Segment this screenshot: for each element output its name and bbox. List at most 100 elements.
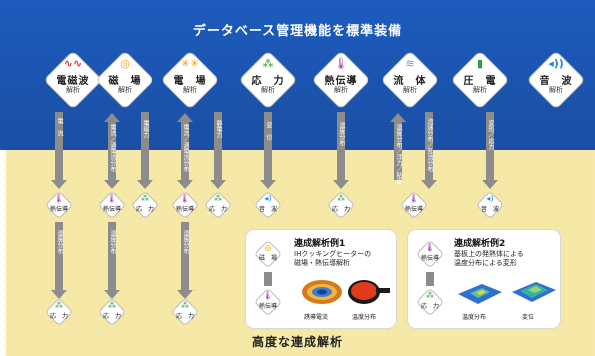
arrow-label: 温度分布: [56, 230, 63, 254]
sound-icon: ◂)): [548, 57, 564, 70]
magnet-coil-icon: ◎: [264, 243, 272, 252]
mid-node-acoustic-1: ◂) 音 波: [254, 191, 282, 219]
arrow-temp-1: [55, 222, 63, 290]
example1-arrow: [264, 272, 272, 286]
arrow-head: [333, 180, 349, 189]
stress-icon: ⁂: [141, 194, 149, 203]
low-node-stress-3: ⁂ 応 力: [171, 298, 199, 326]
arrow-label: 電流／渦電流分布: [109, 124, 116, 172]
example1-title: 連成解析例1: [294, 239, 346, 249]
arrow-eddy-current: [108, 122, 116, 180]
example2-arrow: [426, 272, 434, 286]
example1-caption-2: 温度分布: [352, 314, 377, 321]
displacement-map-image: [512, 282, 556, 302]
magnet-coil-icon: ◎: [120, 57, 130, 70]
mid-node-heat-3: 🌡 熱伝導: [171, 191, 199, 219]
coupled-example-1-panel: 連成解析例1 IHクッキングヒーターの 磁場・熱伝導解析 ◎ 磁 場 🌡 熱伝導…: [246, 230, 396, 328]
node-stress: ⁂ 応 力 解析: [239, 51, 297, 109]
arrow-head: [260, 180, 276, 189]
example2-caption-2: 変位: [522, 314, 535, 321]
thermometer-icon: 🌡: [408, 194, 420, 203]
thermometer-icon: 🌡: [334, 57, 348, 70]
electric-field-icon: ✳✳: [180, 57, 200, 70]
example1-node-heat: 🌡 熱伝導: [254, 288, 282, 316]
stress-icon: ⁂: [262, 57, 274, 70]
stress-icon: ⁂: [108, 301, 116, 310]
arrow-label: 温度分布／浮力／粘度: [395, 124, 402, 184]
arrow-label: 温度分布: [109, 230, 116, 254]
arrow-head: [177, 113, 193, 122]
arrow-head: [137, 180, 153, 189]
node-magnetic-field: ◎ 磁 場 解析: [96, 51, 154, 109]
arrow-head: [390, 113, 406, 122]
arrow-head: [104, 180, 120, 189]
arrow-head: [421, 180, 437, 189]
arrow-current: [55, 112, 63, 180]
example2-desc: 基板上の発熱体による 温度分布による変形: [454, 250, 524, 267]
example2-node-stress: ⁂ 応 力: [416, 288, 444, 316]
arrow-temp-3: [181, 222, 189, 290]
thermometer-icon: 🌡: [424, 243, 436, 252]
example2-node-heat: 🌡 熱伝導: [416, 240, 444, 268]
mid-node-stress-2: ⁂ 応 力: [204, 191, 232, 219]
arrow-eddy-current-2: [181, 122, 189, 180]
arrow-label: 温度分布: [182, 230, 189, 254]
mid-node-acoustic-2: ◂) 音 波: [476, 191, 504, 219]
arrow-head: [104, 290, 120, 299]
temperature-distribution-image: [348, 280, 390, 304]
node-heat-conduction: 🌡 熱伝導 解析: [312, 51, 370, 109]
arrow-label: 静電力: [215, 120, 222, 138]
arrow-electromagnetic-force: [141, 112, 149, 180]
arrow-head: [210, 180, 226, 189]
arrow-flow: [425, 112, 433, 180]
arrow-label: 変 位: [265, 122, 272, 140]
mid-node-heat-2: 🌡 熱伝導: [98, 191, 126, 219]
stress-icon: ⁂: [55, 301, 63, 310]
example1-node-magnetic: ◎ 磁 場: [254, 240, 282, 268]
mid-node-stress-1: ⁂ 応 力: [131, 191, 159, 219]
sound-icon: ◂): [264, 194, 272, 203]
arrow-head: [51, 290, 67, 299]
mid-node-heat-4: 🌡 熱伝導: [400, 191, 428, 219]
example2-title: 連成解析例2: [454, 239, 506, 249]
arrow-label: 電 流: [56, 118, 63, 136]
low-node-stress-1: ⁂ 応 力: [45, 298, 73, 326]
node-piezoelectric: ▮ 圧 電 解析: [451, 51, 509, 109]
piezo-icon: ▮: [476, 57, 484, 70]
stress-icon: ⁂: [337, 194, 345, 203]
page-title: データベース管理機能を標準装備: [192, 24, 403, 39]
wave-icon: ∿∿: [63, 57, 83, 70]
example2-caption-1: 温度分布: [462, 314, 487, 321]
arrow-deformation: [486, 112, 494, 180]
arrow-label: 流速分布／乱流分布: [426, 118, 433, 172]
arrow-head: [482, 180, 498, 189]
stress-icon: ⁂: [181, 301, 189, 310]
bottom-title: 高度な連成解析: [251, 335, 343, 349]
temperature-map-image: [458, 284, 502, 304]
thermometer-icon: 🌡: [53, 194, 65, 203]
stress-icon: ⁂: [214, 194, 222, 203]
example1-caption-1: 誘導電流: [304, 314, 329, 321]
fluid-icon: ≋: [405, 57, 415, 70]
arrow-electrostatic-force: [214, 112, 222, 180]
coupled-example-2-panel: 連成解析例2 基板上の発熱体による 温度分布による変形 🌡 熱伝導 ⁂ 応 力 …: [408, 230, 560, 328]
thermometer-icon: 🌡: [179, 194, 191, 203]
node-fluid: ≋ 流 体 解析: [381, 51, 439, 109]
arrow-label: 温度分布: [338, 122, 345, 146]
node-electric-field: ✳✳ 電 場 解析: [161, 51, 219, 109]
example1-desc: IHクッキングヒーターの 磁場・熱伝導解析: [294, 250, 372, 267]
arrow-buoyancy: [394, 122, 402, 180]
thermometer-icon: 🌡: [262, 291, 274, 300]
arrow-head: [177, 290, 193, 299]
sound-icon: ◂): [486, 194, 494, 203]
induced-current-image: [302, 280, 342, 304]
arrow-temperature: [337, 112, 345, 180]
mid-node-stress-3: ⁂ 応 力: [327, 191, 355, 219]
arrow-label: 電流／渦電流分布: [182, 124, 189, 172]
arrow-head: [51, 180, 67, 189]
mid-node-heat-1: 🌡 熱伝導: [45, 191, 73, 219]
node-acoustic: ◂)) 音 波 解析: [527, 51, 585, 109]
arrow-displacement: [264, 112, 272, 180]
arrow-temp-2: [108, 222, 116, 290]
